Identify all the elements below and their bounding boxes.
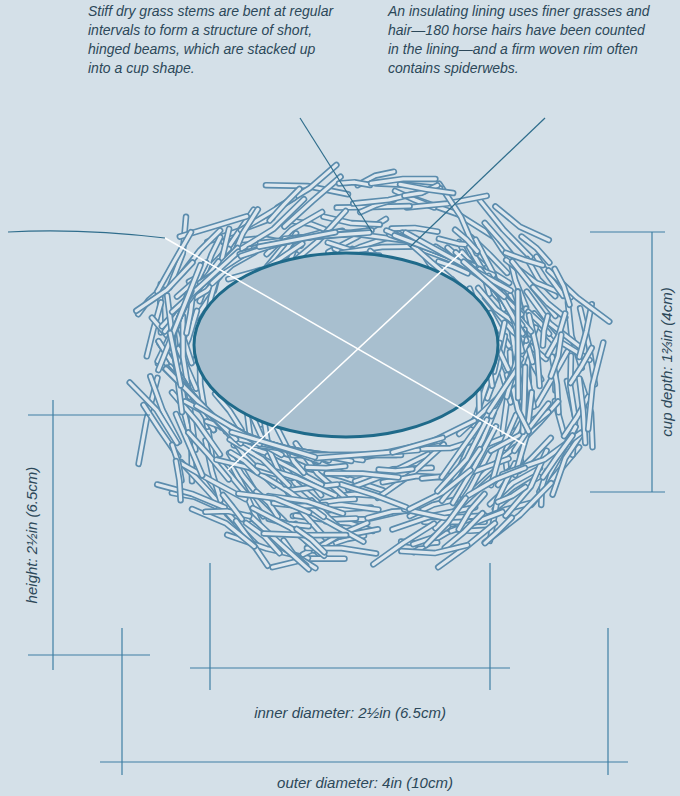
grass-stem-outline xyxy=(238,494,309,513)
grass-stem xyxy=(297,529,325,552)
grass-stem-outline xyxy=(176,461,181,500)
grass-stem xyxy=(400,184,453,193)
grass-stem xyxy=(322,499,354,502)
grass-stem xyxy=(192,509,254,546)
grass-stems xyxy=(130,165,610,569)
grass-stem xyxy=(485,483,551,542)
grass-stem xyxy=(238,494,309,513)
dimension-line xyxy=(100,761,628,762)
grass-stem-outline xyxy=(322,499,354,502)
dimension-tick xyxy=(607,628,608,775)
grass-stem-outline xyxy=(588,343,603,430)
grass-stem xyxy=(379,469,413,471)
grass-stem-outline xyxy=(379,469,413,471)
dimension-line xyxy=(52,400,53,670)
dimension-label: outer diameter: 4in (10cm) xyxy=(277,774,453,792)
grass-stem-outline xyxy=(579,378,585,443)
grass-stem-outline xyxy=(543,316,548,346)
grass-stem xyxy=(371,179,435,183)
dimension-tick xyxy=(489,563,490,690)
grass-stem xyxy=(579,304,592,357)
grass-stem-outline xyxy=(223,495,242,519)
dimension-line xyxy=(190,667,510,668)
leader-line xyxy=(228,252,462,470)
dimension-tick xyxy=(209,563,210,690)
grass-stem xyxy=(588,343,603,430)
grass-stem-outline xyxy=(543,436,573,478)
callout-note: Stiff dry grass stems are bent at regula… xyxy=(88,2,340,78)
dimension-tick xyxy=(28,414,150,415)
grass-stem xyxy=(506,253,543,265)
grass-stem xyxy=(543,436,573,478)
grass-stem-outline xyxy=(400,184,453,193)
dimension-label: height: 2½in (6.5cm) xyxy=(23,467,41,604)
callout-leaders xyxy=(8,118,545,247)
grass-stem-outline xyxy=(371,179,435,183)
dimension-label: cup depth: 1⅔in (4cm) xyxy=(658,287,676,436)
grass-stem xyxy=(401,545,467,553)
grass-stem xyxy=(533,287,565,317)
callout-note: An insulating lining uses finer grasses … xyxy=(388,2,650,78)
leader-line xyxy=(165,238,525,445)
grass-stem-outline xyxy=(307,466,345,468)
grass-stem xyxy=(498,487,526,502)
grass-stem-outline xyxy=(259,232,335,246)
grass-stem-outline xyxy=(393,438,443,453)
dimension-tick xyxy=(590,491,665,492)
grass-stem xyxy=(579,378,585,443)
grass-stem-outline xyxy=(327,473,399,477)
grass-stem xyxy=(223,495,242,519)
white-leaders xyxy=(165,238,525,470)
grass-stem-outline xyxy=(551,335,561,377)
dimension-lines xyxy=(28,232,665,775)
grass-stem-outline xyxy=(426,498,466,545)
grass-stem xyxy=(455,230,477,252)
grass-stem-outline xyxy=(485,518,512,544)
grass-stem-outline xyxy=(498,487,526,502)
grass-stem-outline xyxy=(506,253,543,265)
grass-stem-outline xyxy=(555,269,570,305)
grass-stem xyxy=(232,432,315,457)
grass-stem-outline xyxy=(515,292,522,398)
grass-stem-outline xyxy=(192,509,254,546)
leader-line xyxy=(8,231,165,238)
grass-stem-outline xyxy=(232,432,315,457)
grass-stem-outline xyxy=(485,483,551,542)
grass-stem xyxy=(157,485,225,508)
grass-stem-outline xyxy=(579,304,592,357)
grass-stem-outline xyxy=(339,182,370,185)
dimension-tick xyxy=(28,654,150,655)
grass-stem-outline xyxy=(170,333,181,386)
grass-stem xyxy=(485,518,512,544)
dimension-line xyxy=(651,232,652,492)
grass-stem xyxy=(259,232,335,246)
grass-stem-outline xyxy=(533,287,565,317)
grass-stem xyxy=(341,484,406,507)
dimension-tick xyxy=(121,628,122,775)
grass-stem xyxy=(327,473,399,477)
grass-stem xyxy=(339,182,370,185)
grass-stem xyxy=(516,292,520,398)
grass-stem xyxy=(543,316,548,346)
leader-line xyxy=(300,118,372,232)
grass-stem-outline xyxy=(157,485,225,508)
grass-stem xyxy=(170,333,181,386)
grass-stem xyxy=(551,335,561,377)
leader-line xyxy=(410,118,545,247)
grass-stem-outline xyxy=(341,484,406,507)
dimension-tick xyxy=(590,231,665,232)
grass-stem xyxy=(426,498,466,545)
grass-stem xyxy=(555,269,570,305)
grass-stem xyxy=(393,438,443,453)
grass-stem xyxy=(307,466,345,468)
grass-stem xyxy=(176,461,181,500)
grass-stem-outline xyxy=(297,529,325,552)
grass-stem-outline xyxy=(401,545,467,553)
grass-stem-outline xyxy=(455,230,477,252)
dimension-label: inner diameter: 2½in (6.5cm) xyxy=(254,704,446,722)
